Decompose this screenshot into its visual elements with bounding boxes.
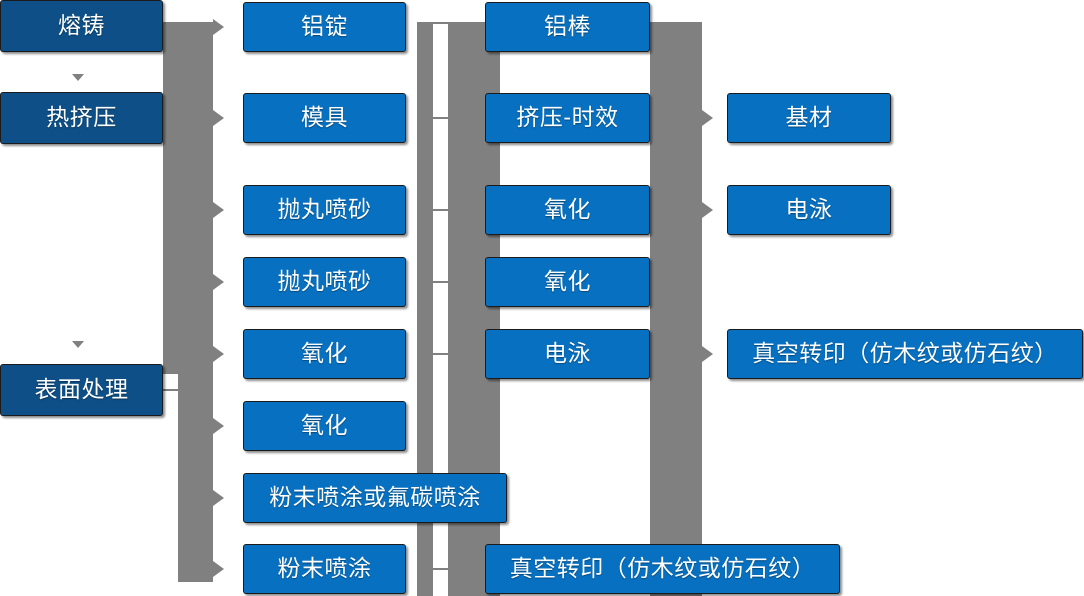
stage-label-hot-extrusion: 热挤压 bbox=[46, 104, 117, 131]
node-box-electrophoresis-2[interactable]: 电泳 bbox=[727, 185, 891, 235]
arrow-to-electrophoresis-2 bbox=[702, 202, 713, 218]
node-label-extrusion-aging: 挤压-时效 bbox=[516, 104, 619, 131]
stage-label-surface-treatment: 表面处理 bbox=[34, 376, 129, 403]
node-box-shot-blasting-2[interactable]: 抛丸喷砂 bbox=[243, 257, 406, 307]
node-label-base-material: 基材 bbox=[785, 104, 833, 131]
node-label-powder-or-pvdf-coat: 粉末喷涂或氟碳喷涂 bbox=[269, 484, 481, 511]
node-box-shot-blasting-1[interactable]: 抛丸喷砂 bbox=[243, 185, 406, 235]
stage-box-hot-extrusion[interactable]: 热挤压 bbox=[0, 92, 163, 144]
node-label-vacuum-transfer-2: 真空转印（仿木纹或仿石纹） bbox=[509, 555, 816, 582]
connector-stage-to-column-two-upper bbox=[163, 22, 213, 374]
node-label-vacuum-transfer-1: 真空转印（仿木纹或仿石纹） bbox=[752, 340, 1058, 367]
node-label-oxidation-3: 氧化 bbox=[544, 196, 591, 223]
stage-box-surface-treatment[interactable]: 表面处理 bbox=[0, 364, 163, 416]
arrow-marker-melt-cast bbox=[72, 74, 84, 81]
arrow-to-shot-blasting-2 bbox=[213, 274, 224, 290]
node-label-shot-blasting-2: 抛丸喷砂 bbox=[277, 268, 372, 295]
node-box-powder-coating[interactable]: 粉末喷涂 bbox=[243, 544, 406, 594]
node-box-electrophoresis-1[interactable]: 电泳 bbox=[485, 329, 650, 379]
stage-label-melt-cast: 熔铸 bbox=[58, 12, 105, 39]
node-box-powder-or-pvdf-coat[interactable]: 粉末喷涂或氟碳喷涂 bbox=[243, 473, 507, 523]
node-box-oxidation-4[interactable]: 氧化 bbox=[485, 257, 650, 307]
node-box-vacuum-transfer-2[interactable]: 真空转印（仿木纹或仿石纹） bbox=[485, 544, 840, 594]
node-label-electrophoresis-2: 电泳 bbox=[785, 196, 833, 223]
node-label-oxidation-4: 氧化 bbox=[544, 268, 591, 295]
node-label-aluminium-ingot: 铝锭 bbox=[301, 13, 348, 40]
arrow-to-powder-coating bbox=[213, 561, 224, 577]
node-box-oxidation-2[interactable]: 氧化 bbox=[243, 401, 406, 451]
node-box-aluminium-bar[interactable]: 铝棒 bbox=[485, 2, 650, 52]
arrow-to-powder-or-pvdf-coat bbox=[213, 490, 224, 506]
stage-box-melt-cast[interactable]: 熔铸 bbox=[0, 0, 163, 52]
node-label-mould: 模具 bbox=[301, 104, 348, 131]
node-label-shot-blasting-1: 抛丸喷砂 bbox=[277, 196, 372, 223]
node-label-powder-coating: 粉末喷涂 bbox=[277, 555, 372, 582]
tick-vacuum-transfer-2 bbox=[433, 568, 449, 570]
arrow-to-vacuum-transfer-1 bbox=[702, 346, 713, 362]
tick-oxidation-3 bbox=[433, 209, 449, 211]
tick-oxidation-4 bbox=[433, 281, 449, 283]
tick-extrusion-aging bbox=[433, 117, 449, 119]
arrow-marker-surface-treatment bbox=[72, 341, 84, 348]
node-label-aluminium-bar: 铝棒 bbox=[544, 13, 591, 40]
tick-aluminium-bar bbox=[433, 22, 449, 24]
arrow-to-base-material bbox=[702, 110, 713, 126]
connector-column-four-band bbox=[650, 22, 702, 596]
node-box-mould[interactable]: 模具 bbox=[243, 93, 406, 143]
node-box-aluminium-ingot[interactable]: 铝锭 bbox=[243, 2, 406, 52]
arrow-to-aluminium-ingot bbox=[213, 19, 224, 35]
connector-stage-to-column-two-lower bbox=[178, 374, 213, 582]
node-label-oxidation-2: 氧化 bbox=[301, 412, 348, 439]
connector-surface-treatment-stub bbox=[163, 389, 185, 391]
node-box-vacuum-transfer-1[interactable]: 真空转印（仿木纹或仿石纹） bbox=[727, 329, 1083, 379]
node-box-extrusion-aging[interactable]: 挤压-时效 bbox=[485, 93, 650, 143]
arrow-to-shot-blasting-1 bbox=[213, 202, 224, 218]
tick-electrophoresis-1 bbox=[433, 353, 449, 355]
node-box-oxidation-1[interactable]: 氧化 bbox=[243, 329, 406, 379]
arrow-to-mould bbox=[213, 110, 224, 126]
node-box-base-material[interactable]: 基材 bbox=[727, 93, 891, 143]
arrow-to-oxidation-2 bbox=[213, 418, 224, 434]
node-box-oxidation-3[interactable]: 氧化 bbox=[485, 185, 650, 235]
arrow-to-oxidation-1 bbox=[213, 346, 224, 362]
node-label-electrophoresis-1: 电泳 bbox=[544, 340, 591, 367]
connector-column-two-rail bbox=[417, 22, 433, 596]
node-label-oxidation-1: 氧化 bbox=[301, 340, 348, 367]
